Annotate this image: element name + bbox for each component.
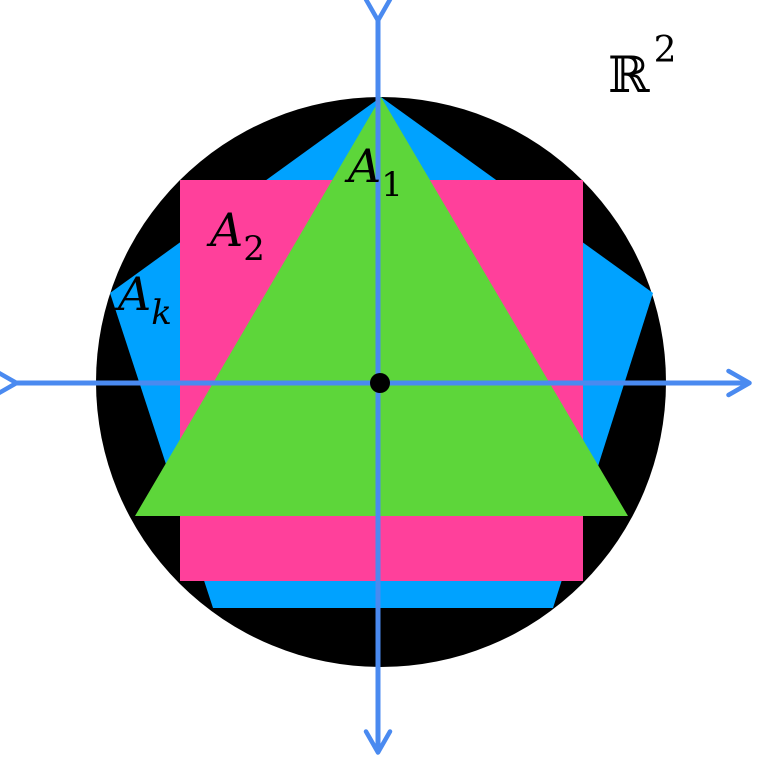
label-a2: A2: [206, 203, 265, 269]
label-ak: Ak: [114, 267, 172, 333]
label-a1: A1: [344, 139, 403, 205]
origin-point: [370, 373, 390, 393]
